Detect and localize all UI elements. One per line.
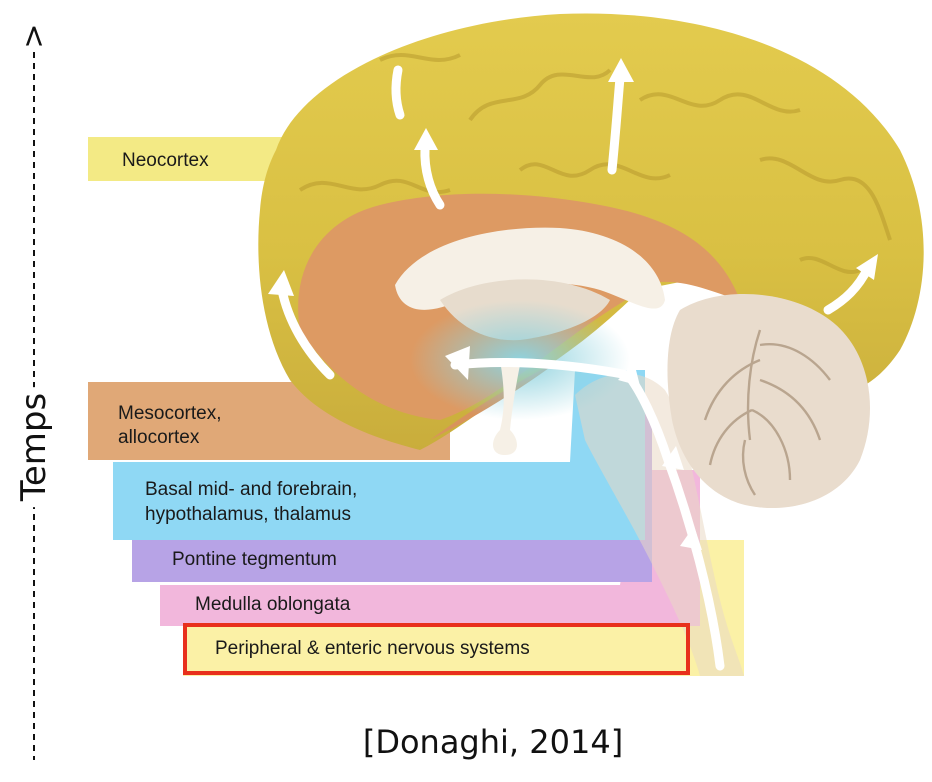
neocortex-label: Neocortex (122, 149, 209, 172)
basal-label-line1: Basal mid- and forebrain, (145, 478, 357, 501)
mesocortex-label-line1: Mesocortex, (118, 402, 221, 425)
peripheral-label: Peripheral & enteric nervous systems (215, 637, 530, 660)
temps-axis-label: Temps (14, 387, 54, 507)
citation-text: [Donaghi, 2014] (363, 723, 623, 761)
pontine-label: Pontine tegmentum (172, 548, 337, 571)
basal-label-line2: hypothalamus, thalamus (145, 503, 351, 526)
temps-arrowhead-icon: > (17, 21, 52, 50)
medulla-label: Medulla oblongata (195, 593, 350, 616)
mesocortex-label-line2: allocortex (118, 426, 199, 449)
